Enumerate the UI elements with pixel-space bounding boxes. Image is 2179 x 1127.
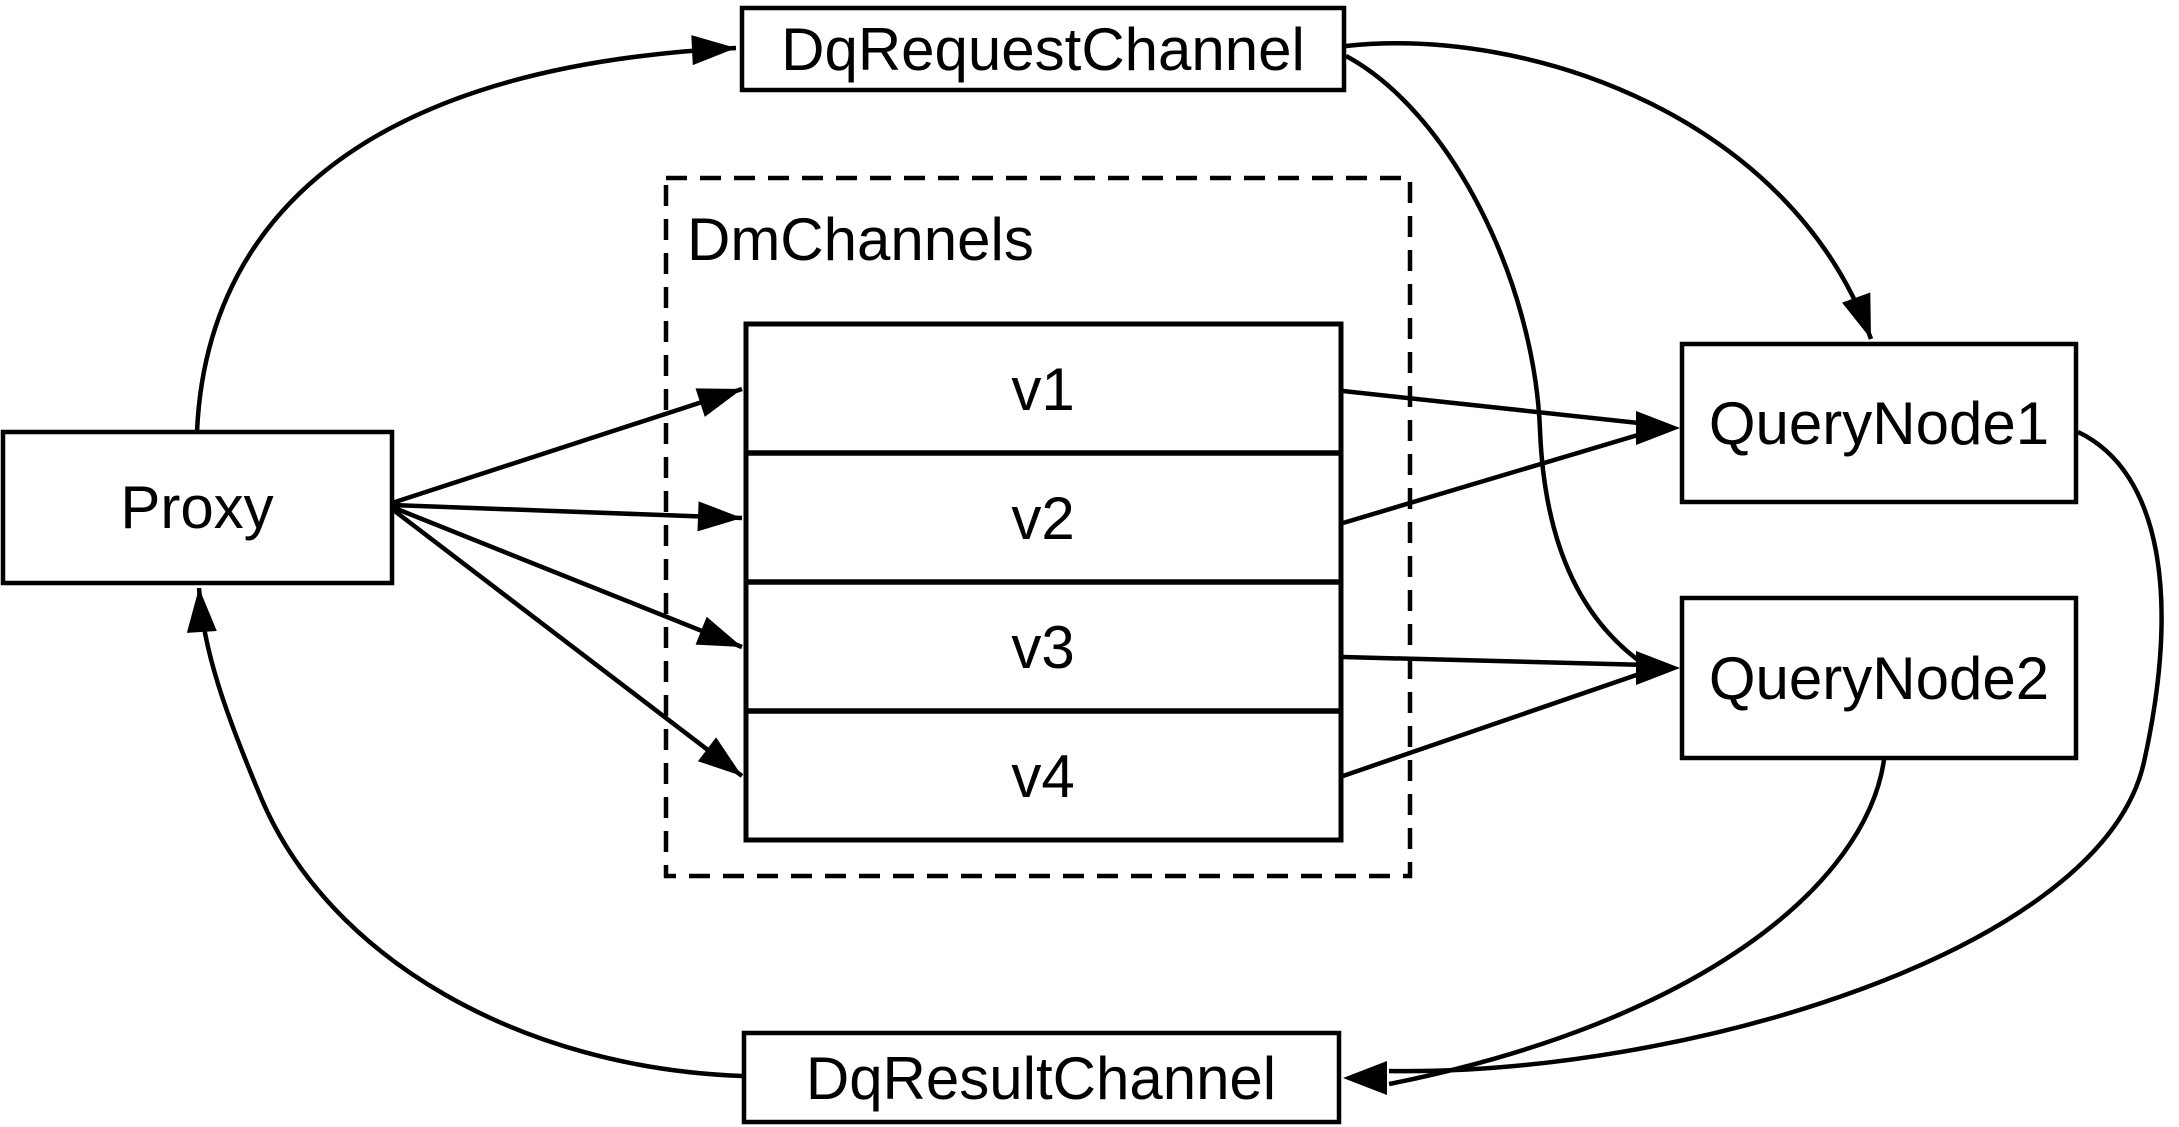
dqrequestchannel-label: DqRequestChannel [781, 16, 1305, 83]
edge-dqresultchannel-to-proxy [186, 587, 743, 1079]
channel-v4-label: v4 [1011, 743, 1074, 810]
edge-proxy-to-v4 [390, 507, 744, 778]
edge-proxy-to-v3 [391, 504, 743, 650]
arrowhead-into-dqresultchannel [1343, 1061, 1387, 1095]
edge-v4-to-querynode2 [1342, 668, 1649, 779]
dqresultchannel-label: DqResultChannel [806, 1045, 1276, 1112]
querynode1-box [1679, 341, 2079, 505]
edge-querynode1-to-dqresultchannel [1388, 429, 2164, 1074]
edge-v1-to-querynode1 [1342, 388, 1649, 427]
channel-v3-label: v3 [1011, 614, 1074, 681]
proxy-label: Proxy [120, 474, 273, 541]
dm-channels-label: DmChannels [687, 206, 1034, 273]
dm-channels-group-box [663, 175, 1413, 879]
edge-v3-to-querynode2 [1342, 654, 1649, 668]
edge-querynode2-to-dqresultchannel [1388, 759, 1887, 1087]
edge-proxy-to-dqrequestchannel [194, 35, 737, 433]
dqresultchannel-box [741, 1030, 1342, 1125]
edge-dqrequestchannel-to-querynode1 [1345, 41, 1874, 340]
dqrequestchannel-box [739, 5, 1347, 93]
edge-dqrequestchannel-to-querynode2 [1344, 54, 1644, 665]
edge-proxy-to-v1 [391, 386, 743, 506]
proxy-box [0, 429, 395, 586]
arrowhead-into-querynode2 [1636, 651, 1680, 685]
querynode1-label: QueryNode1 [1709, 390, 2049, 457]
edge-proxy-to-v2 [391, 501, 743, 532]
channel-v2-label: v2 [1011, 485, 1074, 552]
querynode2-box [1679, 595, 2079, 761]
querynode2-label: QueryNode2 [1709, 645, 2049, 712]
edge-v2-to-querynode1 [1342, 429, 1649, 526]
arrowhead-into-querynode1 [1636, 411, 1680, 445]
channel-v1-label: v1 [1011, 356, 1074, 423]
